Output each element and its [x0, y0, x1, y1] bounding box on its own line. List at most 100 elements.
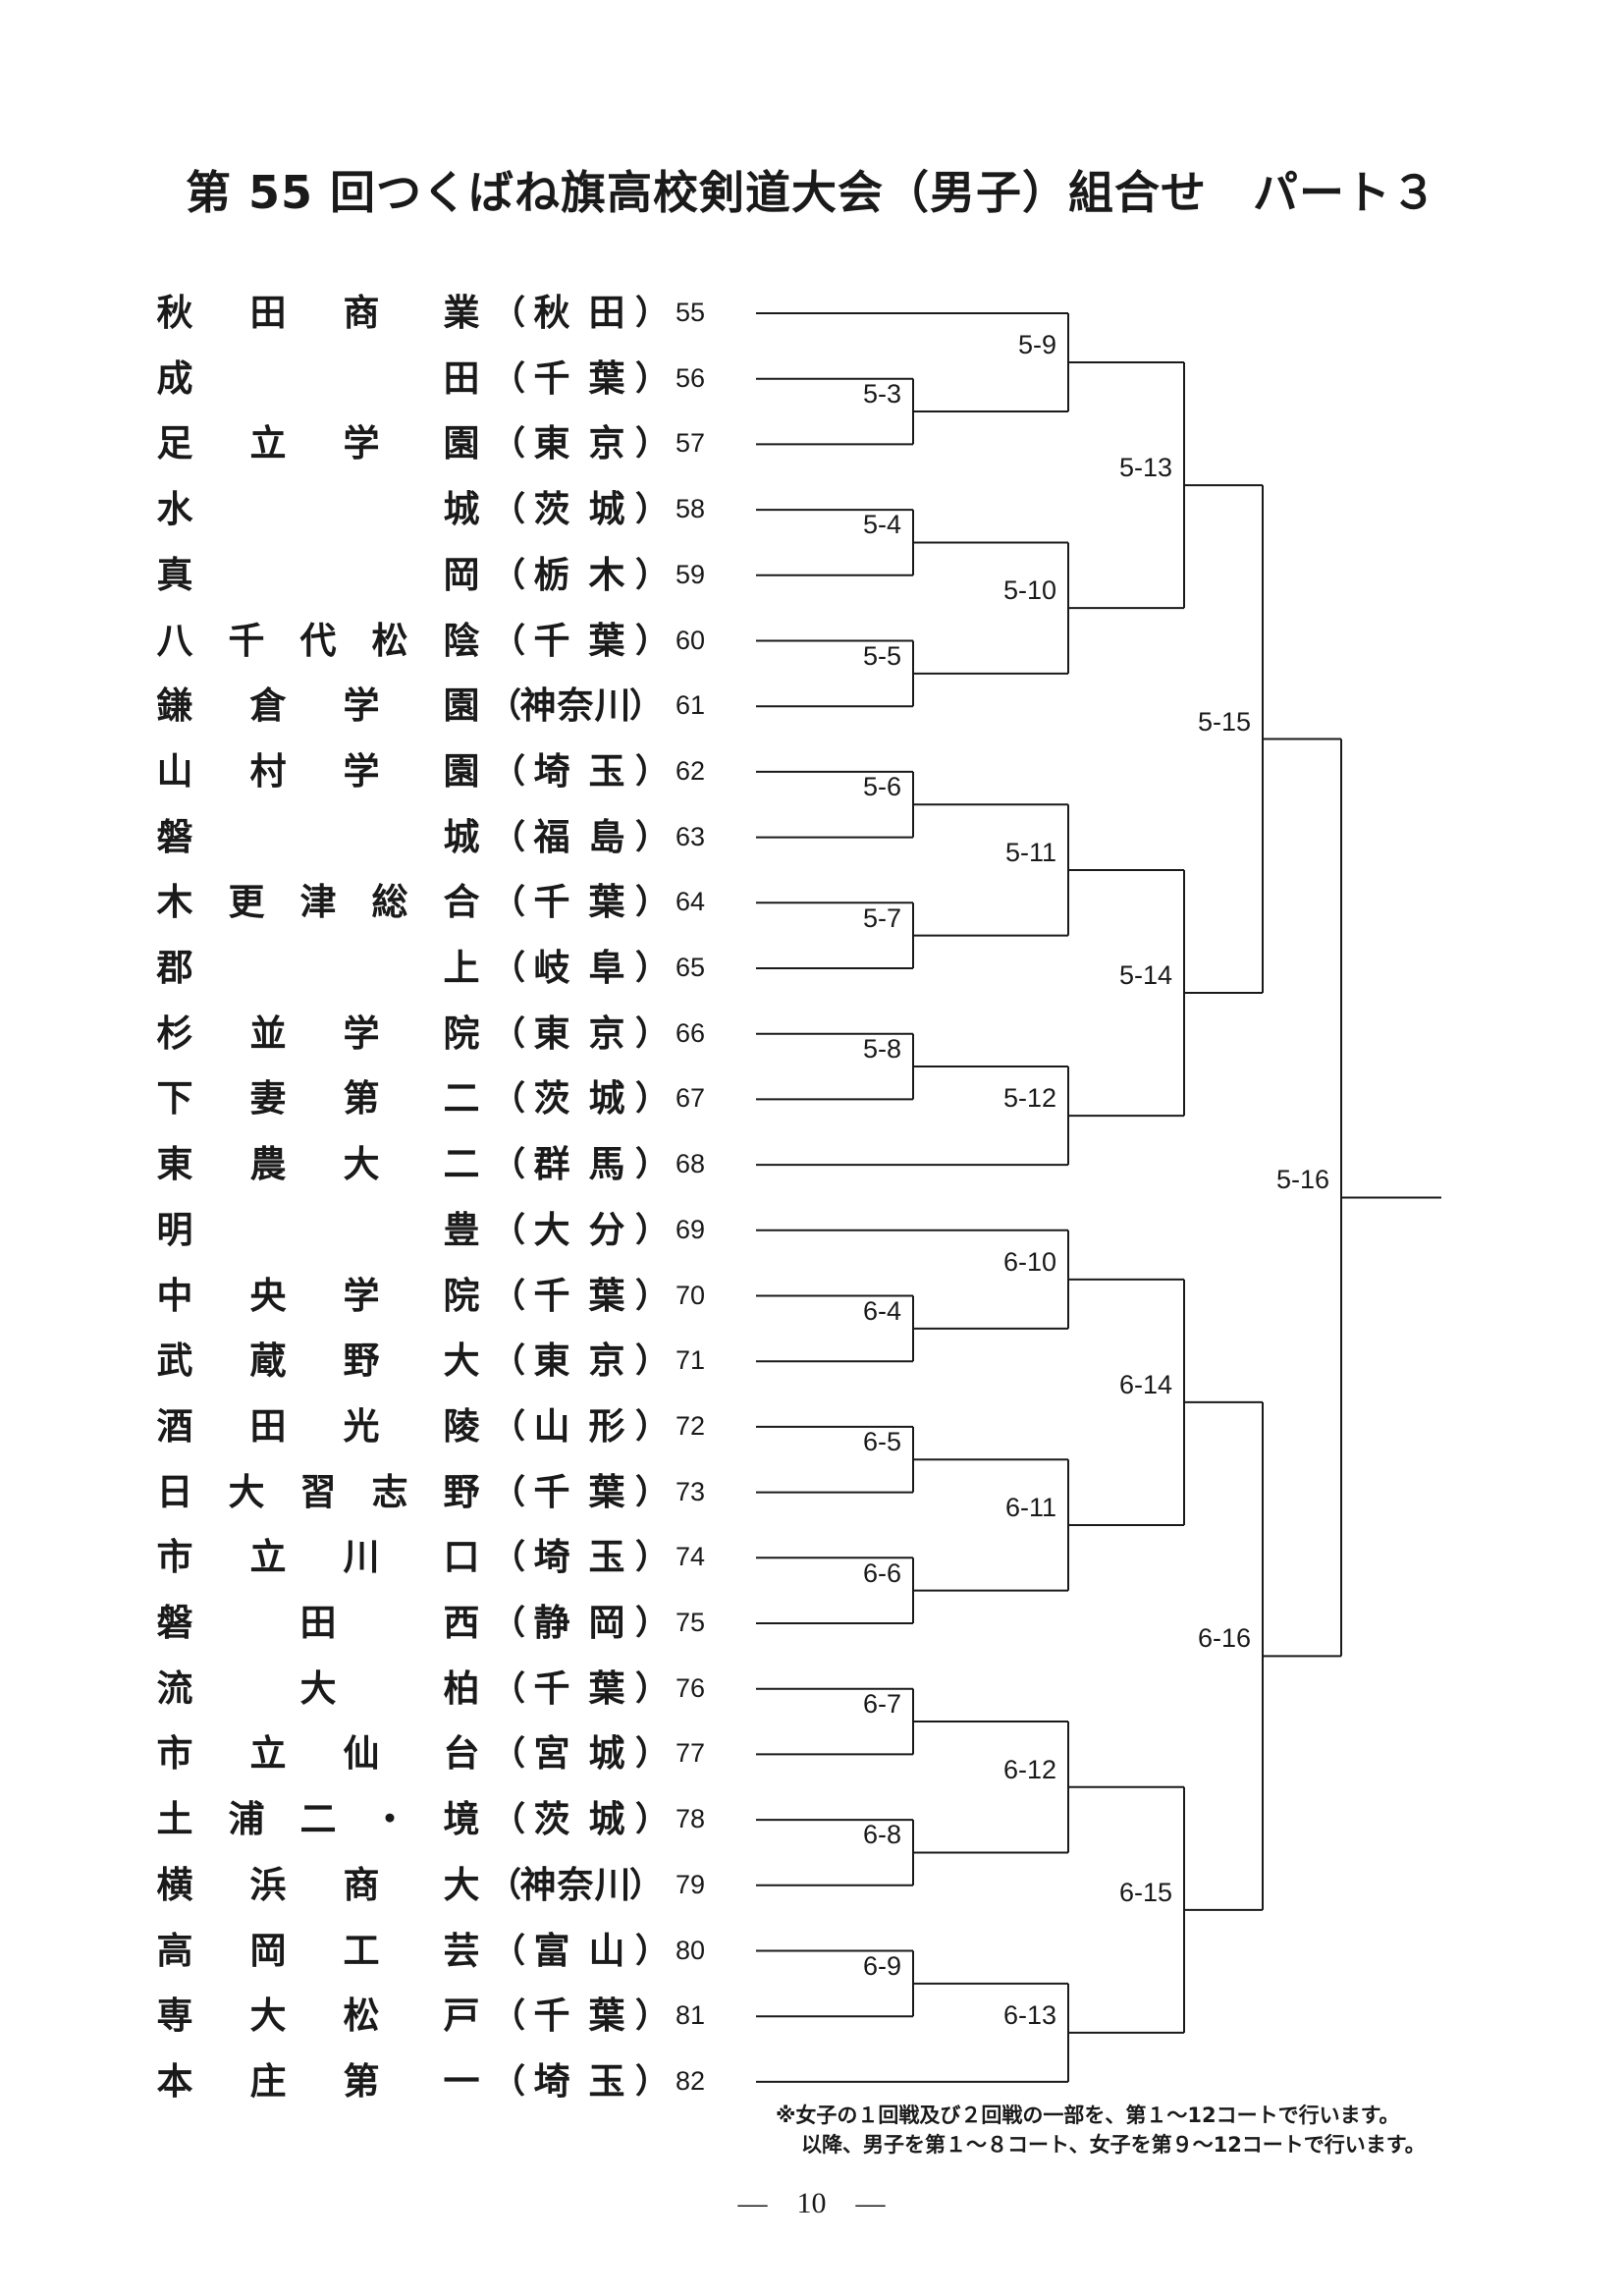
- school-number: 65: [676, 953, 706, 982]
- school-number: 61: [676, 690, 706, 721]
- match-label: 5-8: [862, 1034, 901, 1065]
- school-prefecture: （千葉）: [492, 619, 669, 662]
- school-number: 68: [676, 1149, 706, 1179]
- match-label: 6-5: [862, 1427, 901, 1457]
- school-number: 81: [676, 2000, 706, 2031]
- school-name: 鎌倉学園: [156, 684, 480, 728]
- school-prefecture: （静岡）: [492, 1602, 669, 1644]
- match-label: 6-14: [1118, 1369, 1172, 1399]
- school-number: 59: [676, 559, 706, 589]
- school-prefecture: （埼玉）: [492, 749, 669, 793]
- match-label: 6-4: [862, 1295, 901, 1326]
- school-name: 秋田商業: [156, 292, 480, 334]
- school-name: 木更津総合: [156, 881, 480, 924]
- match-label: 5-6: [862, 772, 901, 802]
- school-number: 57: [676, 428, 706, 459]
- school-prefecture: （秋田）: [492, 292, 669, 334]
- school-number: 70: [676, 1280, 706, 1310]
- school-prefecture: （山形）: [492, 1404, 669, 1448]
- school-name: 明豊: [156, 1208, 480, 1251]
- school-number: 79: [676, 1869, 706, 1899]
- school-name: 成田: [156, 356, 480, 400]
- school-name: 杉並学院: [156, 1011, 480, 1055]
- school-prefecture: （群馬）: [492, 1143, 669, 1186]
- school-name: 高岡工芸: [156, 1929, 480, 1972]
- school-prefecture: （東京）: [492, 422, 669, 465]
- match-label: 5-11: [1004, 837, 1056, 867]
- school-number: 73: [676, 1476, 706, 1506]
- match-label: 5-10: [1002, 575, 1056, 606]
- school-prefecture: （埼玉）: [492, 1536, 669, 1579]
- school-number: 77: [676, 1738, 706, 1769]
- school-prefecture: （神奈川）: [488, 684, 663, 728]
- match-label: 6-10: [1002, 1246, 1056, 1277]
- school-name: 下妻第二: [156, 1077, 480, 1121]
- page-number: ― 10 ―: [737, 2187, 886, 2219]
- match-label: 6-11: [1004, 1492, 1056, 1522]
- page-title: 第 55 回つくばね旗高校剣道大会（男子）組合せ パート３: [185, 166, 1438, 219]
- school-prefecture: （茨城）: [492, 1798, 669, 1841]
- school-name: 中央学院: [156, 1274, 480, 1317]
- school-name: 磐城: [156, 815, 480, 858]
- school-name: 山村学園: [156, 749, 480, 793]
- match-label: 5-16: [1275, 1165, 1329, 1195]
- school-prefecture: （東京）: [492, 1011, 669, 1055]
- school-prefecture: （千葉）: [492, 1995, 669, 2038]
- school-prefecture: （宮城）: [492, 1732, 669, 1776]
- school-number: 82: [676, 2065, 706, 2096]
- match-label: 5-9: [1017, 330, 1056, 360]
- school-prefecture: （神奈川）: [488, 1863, 663, 1906]
- school-prefecture: （福島）: [492, 815, 669, 858]
- school-number: 63: [676, 821, 706, 851]
- match-label: 5-3: [862, 379, 901, 410]
- school-prefecture: （千葉）: [492, 1667, 669, 1710]
- school-prefecture: （岐阜）: [492, 947, 669, 989]
- school-name: 専大松戸: [156, 1995, 480, 2038]
- note-line-1: ※女子の１回戦及び２回戦の一部を、第１～12コートで行います。: [776, 2104, 1400, 2127]
- school-name: 水城: [156, 488, 480, 531]
- school-number: 72: [676, 1410, 706, 1441]
- school-prefecture: （千葉）: [492, 1274, 669, 1317]
- school-prefecture: （茨城）: [492, 1077, 669, 1121]
- match-label: 6-7: [862, 1689, 901, 1720]
- match-label: 5-4: [862, 510, 901, 540]
- school-name: 八千代松陰: [156, 619, 480, 662]
- school-name: 東農大二: [156, 1143, 480, 1186]
- school-number: 71: [676, 1345, 706, 1376]
- school-name: 郡上: [156, 947, 480, 989]
- match-label: 5-13: [1118, 453, 1172, 483]
- school-name: 日大習志野: [156, 1470, 480, 1513]
- school-number: 66: [676, 1017, 706, 1048]
- school-number: 69: [676, 1214, 706, 1244]
- match-label: 5-14: [1118, 960, 1172, 990]
- school-name: 真岡: [156, 553, 480, 596]
- school-name: 流大柏: [156, 1667, 480, 1710]
- school-name: 本庄第一: [156, 2059, 480, 2103]
- school-number: 78: [676, 1804, 706, 1834]
- match-label: 6-8: [862, 1820, 901, 1850]
- school-name: 酒田光陵: [156, 1404, 480, 1448]
- school-name: 武蔵野大: [156, 1339, 480, 1383]
- school-name: 市立川口: [156, 1536, 480, 1579]
- match-label: 6-6: [862, 1558, 901, 1588]
- school-name: 足立学園: [156, 422, 480, 465]
- match-label: 5-15: [1197, 706, 1251, 737]
- school-prefecture: （千葉）: [492, 356, 669, 400]
- school-name: 横浜商大: [156, 1863, 480, 1906]
- school-prefecture: （埼玉）: [492, 2059, 669, 2103]
- school-number: 67: [676, 1083, 706, 1114]
- school-number: 62: [676, 755, 706, 786]
- school-prefecture: （富山）: [492, 1929, 669, 1972]
- school-number: 55: [676, 298, 706, 327]
- school-number: 56: [676, 362, 706, 393]
- school-number: 75: [676, 1608, 706, 1637]
- match-label: 6-16: [1197, 1623, 1251, 1654]
- match-label: 5-7: [862, 902, 901, 933]
- school-prefecture: （大分）: [492, 1208, 669, 1251]
- school-number: 58: [676, 494, 706, 524]
- school-prefecture: （茨城）: [492, 488, 669, 531]
- school-number: 60: [676, 625, 706, 655]
- school-prefecture: （東京）: [492, 1339, 669, 1383]
- school-number: 76: [676, 1672, 706, 1703]
